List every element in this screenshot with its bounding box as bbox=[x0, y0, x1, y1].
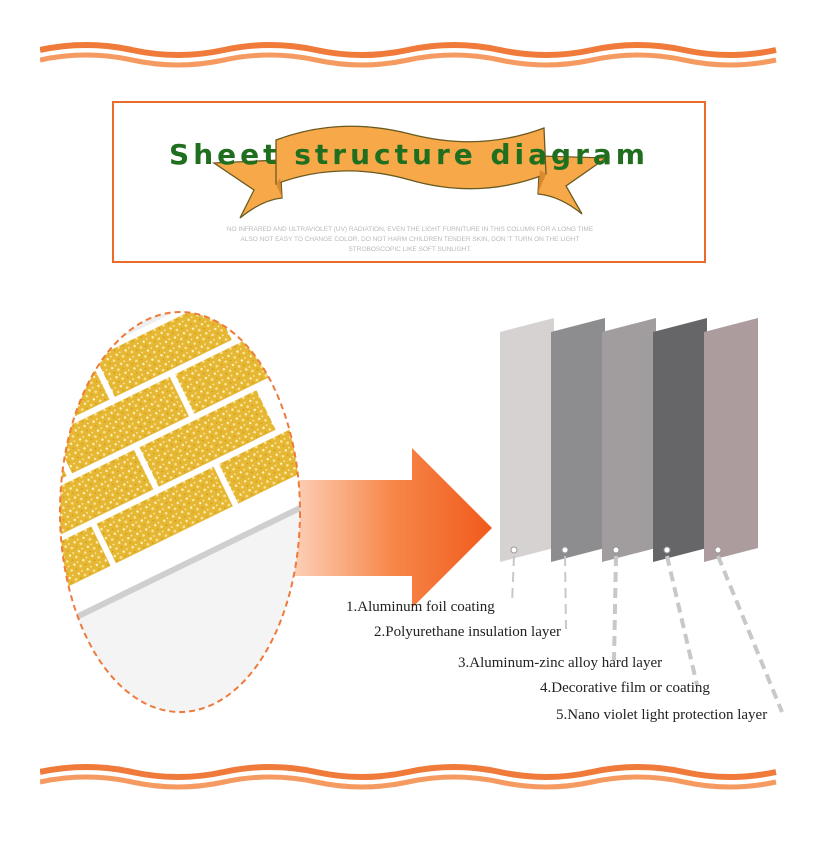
layer-pin-4 bbox=[663, 546, 671, 554]
layer-pin-3 bbox=[612, 546, 620, 554]
layer-panel-2 bbox=[551, 318, 605, 562]
leader-line-4 bbox=[665, 555, 699, 686]
leader-line-1 bbox=[511, 555, 515, 605]
leader-line-5 bbox=[716, 555, 784, 713]
layer-panel-3 bbox=[602, 318, 656, 562]
oval-frame bbox=[59, 311, 301, 713]
layer-diagram bbox=[59, 311, 784, 713]
layer-label-2: 2.Polyurethane insulation layer bbox=[374, 624, 562, 640]
layer-pin-1 bbox=[510, 546, 518, 554]
direction-arrow bbox=[270, 448, 492, 608]
bottom-wave-border bbox=[40, 764, 777, 790]
layer-panel-1 bbox=[500, 318, 554, 562]
page-title: Sheet structure diagram bbox=[169, 138, 649, 171]
layer-label-1: 1.Aluminum foil coating bbox=[346, 599, 495, 615]
layer-label-3: 3.Aluminum-zinc alloy hard layer bbox=[458, 655, 663, 671]
ribbon-banner bbox=[212, 125, 608, 219]
leader-line-2 bbox=[564, 555, 567, 630]
subtitle-text: NO INFRARED AND ULTRAVIOLET (UV) RADIATI… bbox=[226, 226, 594, 253]
layer-label-4: 4.Decorative film or coating bbox=[540, 680, 710, 696]
layer-panel-4 bbox=[653, 318, 707, 562]
leader-line-3 bbox=[612, 555, 618, 661]
layer-pin-2 bbox=[561, 546, 569, 554]
title-frame bbox=[112, 101, 706, 263]
layer-label-5: 5.Nano violet light protection layer bbox=[556, 707, 768, 723]
layer-pin-5 bbox=[714, 546, 722, 554]
layer-panel-5 bbox=[704, 318, 758, 562]
top-wave-border bbox=[40, 42, 777, 68]
